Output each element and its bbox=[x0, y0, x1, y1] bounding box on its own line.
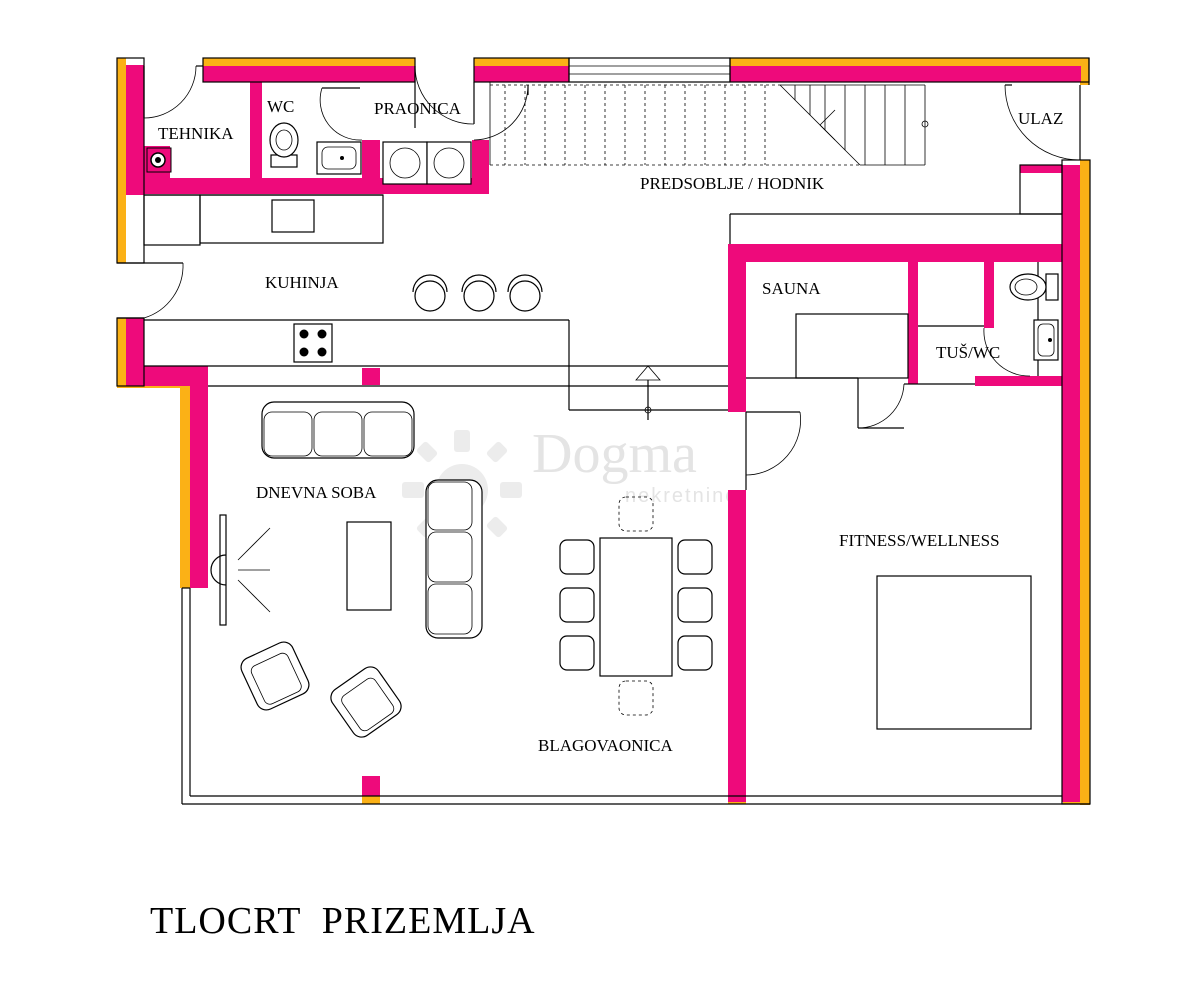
dining-table-icon bbox=[599, 537, 673, 677]
washing-machine-icon bbox=[382, 141, 428, 185]
fixtures bbox=[146, 122, 1059, 361]
room-label-dnevna: DNEVNA SOBA bbox=[256, 483, 377, 502]
burner-icon bbox=[317, 329, 327, 339]
door-wc bbox=[319, 87, 363, 141]
door-tus bbox=[918, 327, 1031, 385]
room-label-blagovaonica: BLAGOVAONICA bbox=[538, 736, 673, 755]
dryer-icon bbox=[426, 141, 472, 185]
cooktop-icon bbox=[293, 323, 333, 363]
room-label-ulaz: ULAZ bbox=[1018, 109, 1063, 128]
door-praonica-2 bbox=[473, 84, 529, 141]
bar-stools bbox=[412, 274, 543, 312]
room-label-tus-wc: TUŠ/WC bbox=[936, 343, 1000, 362]
wall-fill bbox=[126, 65, 1081, 802]
watermark: Dogma nekretnine bbox=[402, 423, 738, 550]
sink-icon bbox=[1033, 319, 1059, 361]
room-label-fitness: FITNESS/WELLNESS bbox=[839, 531, 1000, 550]
sink-icon bbox=[316, 141, 362, 175]
armchair-icon bbox=[240, 641, 310, 711]
tv-icon bbox=[210, 514, 271, 626]
coffee-table-icon bbox=[346, 521, 392, 611]
watermark-sub: nekretnine bbox=[625, 485, 738, 507]
door-tehnika bbox=[143, 65, 203, 119]
watermark-brand: Dogma bbox=[532, 423, 697, 485]
dining-chairs bbox=[559, 496, 713, 716]
room-label-praonica: PRAONICA bbox=[374, 99, 462, 118]
room-label-tehnika: TEHNIKA bbox=[158, 124, 234, 143]
furniture bbox=[210, 401, 1032, 738]
door-sauna bbox=[857, 383, 918, 429]
room-label-predsoblje: PREDSOBLJE / HODNIK bbox=[640, 174, 825, 193]
room-label-sauna: SAUNA bbox=[762, 279, 821, 298]
plan-title: TLOCRT PRIZEMLJA bbox=[150, 900, 536, 942]
room-label-wc: WC bbox=[267, 97, 294, 116]
walls bbox=[117, 58, 1090, 805]
door-kuhinja bbox=[117, 262, 184, 319]
door-praonica bbox=[414, 65, 475, 128]
sofa-icon bbox=[261, 401, 415, 459]
door-fitness bbox=[745, 411, 801, 490]
toilet-icon bbox=[269, 122, 299, 168]
burner-icon bbox=[317, 347, 327, 357]
door-ulaz bbox=[1004, 84, 1081, 161]
fitness-mat-icon bbox=[876, 575, 1032, 730]
stairs bbox=[489, 82, 929, 166]
room-labels: TEHNIKA WC PRAONICA ULAZ PREDSOBLJE / HO… bbox=[158, 97, 1063, 755]
armchair-icon bbox=[330, 666, 402, 738]
room-label-kuhinja: KUHINJA bbox=[265, 273, 339, 292]
doors bbox=[117, 65, 1081, 490]
burner-icon bbox=[299, 347, 309, 357]
burner-icon bbox=[299, 329, 309, 339]
toilet-icon bbox=[1009, 273, 1059, 301]
sofa-icon bbox=[425, 479, 483, 639]
plan-outlines bbox=[116, 57, 1091, 805]
door-living bbox=[635, 365, 661, 420]
